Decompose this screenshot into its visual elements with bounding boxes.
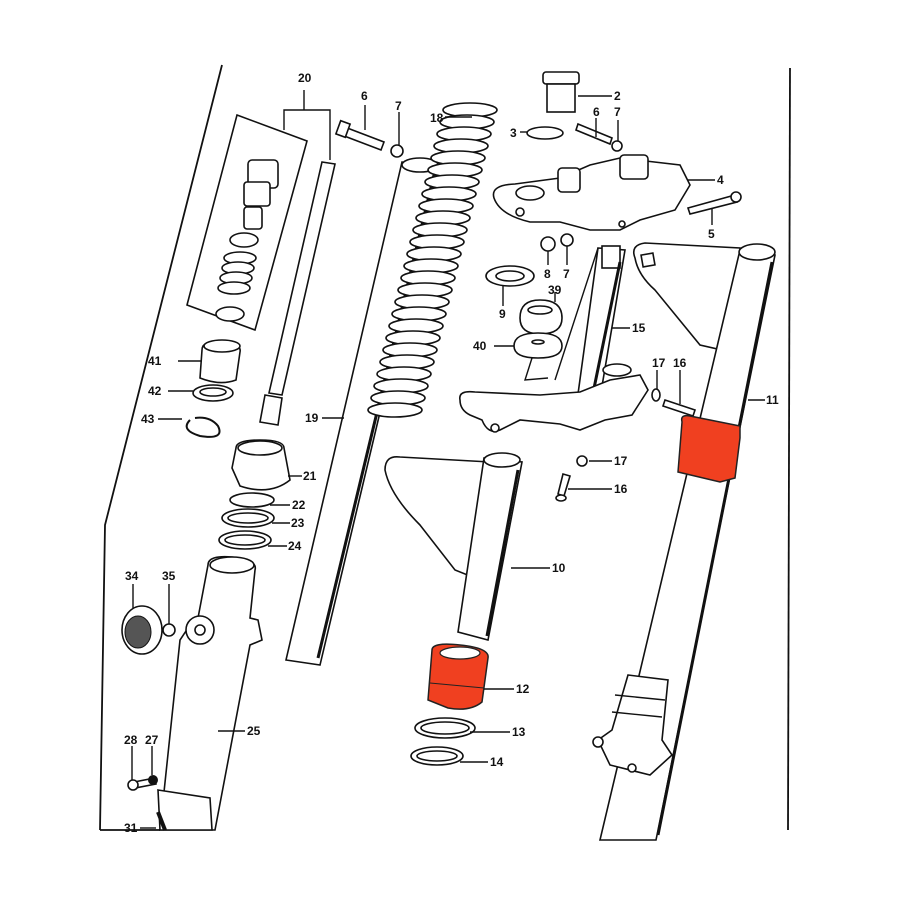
bolt-5: [686, 191, 742, 225]
label-22: 22: [292, 498, 306, 512]
o-ring-3: [520, 126, 564, 140]
headlight-bracket-10: [384, 452, 550, 641]
label-3: 3: [510, 126, 517, 140]
label-6: 6: [361, 89, 368, 103]
outer-tube-11: [592, 243, 776, 841]
nut-7-middle: [560, 233, 574, 265]
nut-17-lower: [576, 455, 612, 467]
label-5: 5: [708, 227, 715, 241]
washer-17-upper: [651, 370, 661, 402]
label-16-upper: 16: [673, 356, 687, 370]
circlip-43: [158, 416, 221, 438]
ring-13: [414, 717, 510, 739]
diagram-frame: [99, 64, 791, 831]
label-40: 40: [473, 339, 487, 353]
bolt-6-upper-right: [575, 118, 613, 146]
washer-9: [485, 265, 535, 306]
label-7: 7: [395, 99, 402, 113]
fork-cap-bolt-2: [542, 71, 612, 113]
label-2: 2: [614, 89, 621, 103]
outer-slider-25: [157, 555, 263, 831]
ring-23: [221, 508, 290, 528]
nut-35: [162, 584, 176, 637]
label-10: 10: [552, 561, 566, 575]
bolt-6-upper-left: [334, 105, 386, 152]
label-18: 18: [430, 111, 444, 125]
ring-24: [218, 530, 287, 550]
label-19: 19: [305, 411, 319, 425]
label-8: 8: [544, 267, 551, 281]
label-41: 41: [148, 354, 162, 368]
ring-14: [410, 746, 488, 766]
grommet-39: [519, 292, 563, 335]
highlight-part-12-bushing: [427, 643, 514, 710]
label-17-upper: 17: [652, 356, 666, 370]
upper-bracket-4: [492, 154, 715, 231]
label-27: 27: [145, 733, 159, 747]
label-14: 14: [490, 755, 504, 769]
label-35: 35: [162, 569, 176, 583]
cap-34: [121, 584, 163, 655]
bushing-41: [178, 339, 241, 384]
label-7-middle: 7: [563, 267, 570, 281]
label-17-lower: 17: [614, 454, 628, 468]
label-21: 21: [303, 469, 317, 483]
label-28: 28: [124, 733, 138, 747]
grommet-40: [494, 332, 563, 381]
nut-8: [540, 236, 556, 265]
fork-spring-18: [367, 102, 498, 418]
label-9: 9: [499, 307, 506, 321]
label-23: 23: [291, 516, 305, 530]
nut-7-upper-left: [390, 112, 404, 158]
label-42: 42: [148, 384, 162, 398]
label-24: 24: [288, 539, 302, 553]
label-7-right: 7: [614, 105, 621, 119]
label-31: 31: [124, 821, 138, 835]
bolt-16-upper: [661, 370, 697, 418]
steering-stem-15: [554, 245, 630, 399]
bolt-31: [140, 811, 167, 831]
label-6-right: 6: [593, 105, 600, 119]
part-labels: 20 6 7 18 2 3 6 7 4 5 8 7 39 9 15 40 17 …: [124, 71, 779, 835]
label-20: 20: [298, 71, 312, 85]
washer-42: [168, 384, 234, 402]
label-15: 15: [632, 321, 646, 335]
oil-seal-21: [231, 439, 302, 491]
label-16-lower: 16: [614, 482, 628, 496]
label-39: 39: [548, 283, 562, 297]
nut-7-upper-right: [611, 120, 623, 152]
label-11: 11: [766, 393, 779, 407]
label-12: 12: [516, 682, 530, 696]
highlight-part-11-collar: [677, 414, 741, 483]
label-4: 4: [717, 173, 724, 187]
lower-bracket: [458, 363, 649, 433]
part-20-damper-kit: [186, 90, 336, 426]
washer-27: [148, 746, 158, 785]
bolt-16-lower: [555, 473, 612, 502]
label-43: 43: [141, 412, 155, 426]
label-25: 25: [247, 724, 261, 738]
ring-22: [229, 492, 290, 508]
label-13: 13: [512, 725, 526, 739]
label-34: 34: [125, 569, 139, 583]
